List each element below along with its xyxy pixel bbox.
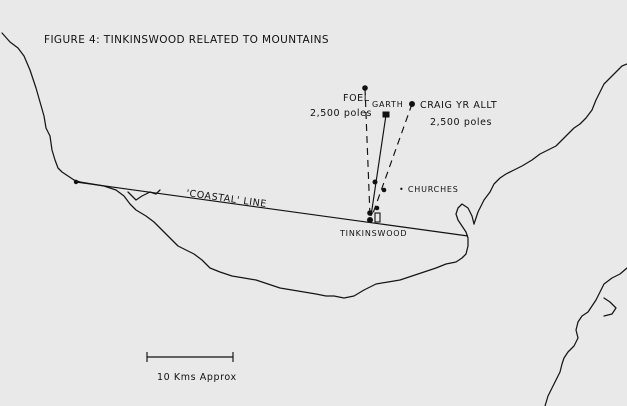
foel-label: FOEL: [343, 93, 370, 104]
church-marker: [381, 187, 387, 193]
coastal-line: [75, 181, 469, 237]
coastal-line-start-dot: [73, 179, 79, 185]
craig-poles-label: 2,500 poles: [430, 117, 492, 128]
tinkinswood-label: TINKINSWOOD: [339, 229, 407, 238]
southern-landmass-outline: [79, 181, 475, 299]
foel-alignment-line: [364, 87, 371, 217]
tinkinswood-chamber-symbol: [374, 212, 381, 223]
garth-marker: [382, 111, 390, 118]
garth-label: GARTH: [372, 100, 404, 109]
church-marker: [372, 179, 378, 185]
scale-bar: 10 Kms Approx: [146, 352, 237, 383]
northwest-coastline: [1, 32, 81, 183]
coastal-line-label: 'COASTAL' LINE: [186, 188, 268, 210]
northeast-coastline: [473, 63, 627, 225]
churches-legend-label: • CHURCHES: [399, 185, 459, 194]
garth-alignment-line: [370, 114, 387, 217]
church-marker: [367, 210, 373, 216]
church-marker: [374, 205, 380, 211]
craig-marker: [409, 101, 415, 107]
craig-alignment-line: [371, 103, 413, 217]
craig-label: CRAIG YR ALLT: [420, 100, 497, 111]
foel-poles-label: 2,500 poles: [310, 108, 372, 119]
southeast-inlet: [603, 297, 617, 317]
tinkinswood-marker: [367, 217, 373, 223]
southeast-coastline-fragment: [544, 267, 627, 406]
scale-bar-label: 10 Kms Approx: [157, 372, 237, 383]
foel-marker: [362, 85, 368, 91]
figure-title: FIGURE 4: TINKINSWOOD RELATED TO MOUNTAI…: [44, 34, 329, 46]
